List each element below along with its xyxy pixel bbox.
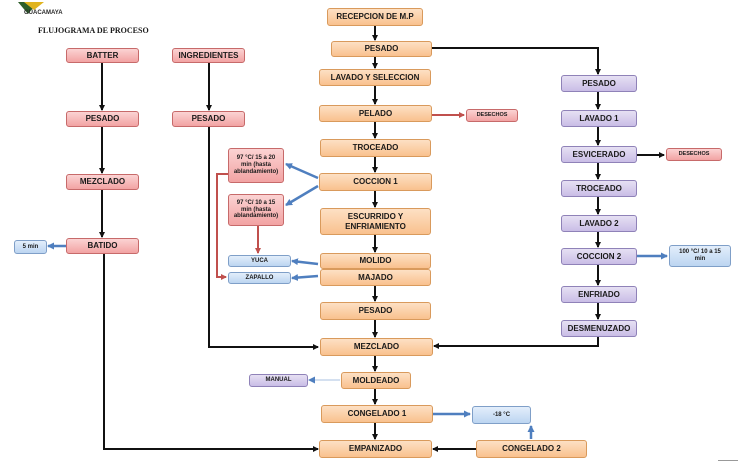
node-escurrido[interactable]: ESCURRIDO Y ENFRIAMIENTO: [320, 208, 431, 235]
arrow: [208, 127, 319, 350]
page-corner-mark: [718, 460, 738, 464]
node-lavado-1[interactable]: LAVADO 1: [561, 110, 637, 127]
node-pesado-main[interactable]: PESADO: [331, 41, 432, 57]
arrow: [432, 47, 601, 75]
node-troceado-right[interactable]: TROCEADO: [561, 180, 637, 197]
arrow: [433, 337, 599, 349]
node-majado[interactable]: MAJADO: [320, 269, 431, 286]
param-coccion-1b[interactable]: 97 °C/ 10 a 15 min (hasta ablandamiento): [228, 194, 284, 226]
node-coccion-1[interactable]: COCCION 1: [319, 173, 432, 191]
param-coccion-1a[interactable]: 97 °C/ 15 a 20 min (hasta ablandamiento): [228, 148, 284, 183]
node-lavado-seleccion[interactable]: LAVADO Y SELECCION: [319, 69, 431, 86]
node-mezclado-main[interactable]: MEZCLADO: [320, 338, 433, 356]
arrow: [216, 173, 230, 280]
node-empanizado[interactable]: EMPANIZADO: [319, 440, 432, 458]
param-5min[interactable]: 5 min: [14, 240, 47, 254]
node-troceado-main[interactable]: TROCEADO: [320, 139, 431, 157]
node-pesado-right[interactable]: PESADO: [561, 75, 637, 92]
node-enfriado[interactable]: ENFRIADO: [561, 286, 637, 303]
arrow: [103, 254, 319, 452]
arrow: [291, 274, 319, 282]
node-desechos-2[interactable]: DESECHOS: [666, 148, 722, 161]
node-molido[interactable]: MOLIDO: [320, 253, 431, 269]
brand-name: GUACAMAYA: [24, 10, 63, 16]
node-pelado[interactable]: PELADO: [319, 105, 432, 122]
arrow: [285, 162, 319, 180]
param-coccion-2[interactable]: 100 °C/ 10 a 15 min: [669, 245, 731, 267]
node-desechos-1[interactable]: DESECHOS: [466, 109, 518, 122]
node-lavado-2[interactable]: LAVADO 2: [561, 215, 637, 232]
node-esvicerado[interactable]: ESVICERADO: [561, 146, 637, 163]
param-freeze-temp[interactable]: -18 °C: [472, 406, 531, 424]
arrow: [285, 184, 319, 207]
node-pesado-batter[interactable]: PESADO: [66, 111, 139, 127]
node-yuca[interactable]: YUCA: [228, 255, 291, 267]
node-manual[interactable]: MANUAL: [249, 374, 308, 387]
guacamaya-logo: [18, 2, 44, 14]
node-zapallo[interactable]: ZAPALLO: [228, 272, 291, 284]
node-pesado-ingredientes[interactable]: PESADO: [172, 111, 245, 127]
arrow: [291, 258, 319, 266]
node-pesado-main-2[interactable]: PESADO: [320, 302, 431, 320]
node-desmenuzado[interactable]: DESMENUZADO: [561, 320, 637, 337]
node-moldeado[interactable]: MOLDEADO: [341, 372, 411, 389]
node-batter[interactable]: BATTER: [66, 48, 139, 63]
node-coccion-2[interactable]: COCCION 2: [561, 248, 637, 265]
node-mezclado-batter[interactable]: MEZCLADO: [66, 174, 139, 190]
node-ingredientes[interactable]: INGREDIENTES: [172, 48, 245, 63]
node-recepcion[interactable]: RECEPCION DE M.P: [327, 8, 423, 26]
node-congelado-1[interactable]: CONGELADO 1: [321, 405, 433, 423]
page-title: FLUJOGRAMA DE PROCESO: [38, 26, 149, 35]
node-congelado-2[interactable]: CONGELADO 2: [476, 440, 587, 458]
node-batido[interactable]: BATIDO: [66, 238, 139, 254]
